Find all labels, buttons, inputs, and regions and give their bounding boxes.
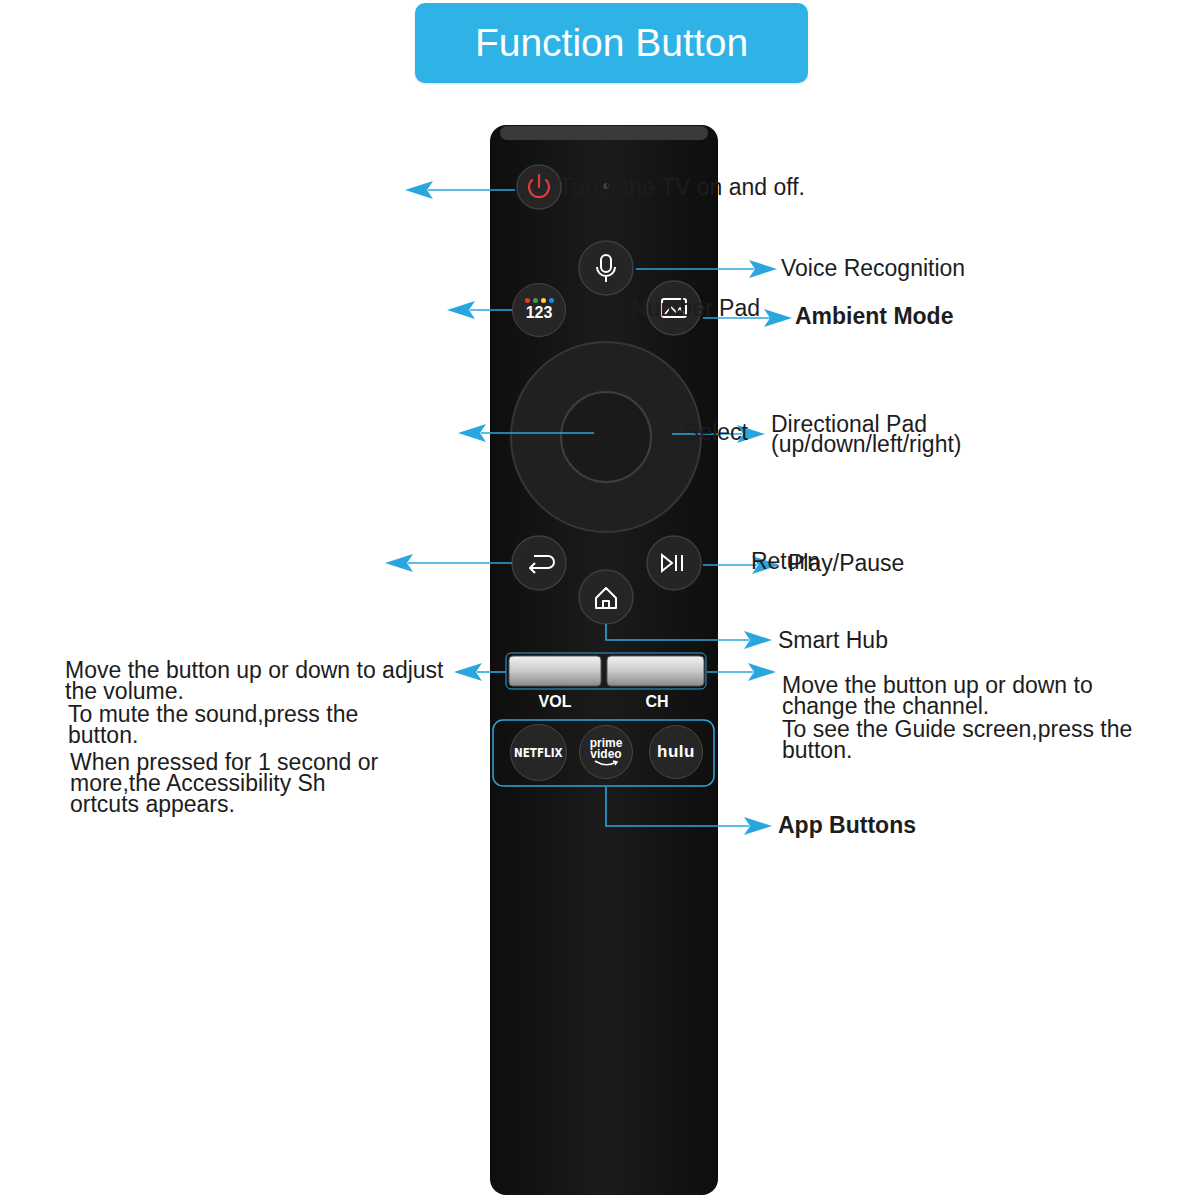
callout-label: Turns the TV on and off. (559, 177, 805, 198)
title-text: Function Button (475, 21, 748, 65)
color-dots (525, 298, 554, 303)
callout-label: CH (627, 693, 687, 711)
callout-label: VOL (525, 693, 585, 711)
home-button (579, 570, 633, 624)
callout-label: Smart Hub (778, 630, 888, 651)
callout-label: Move the button up or down to change the… (782, 675, 1142, 717)
rocker-outline (506, 653, 706, 689)
app-button: NETFLIX (510, 724, 567, 781)
mic-icon (597, 267, 615, 282)
button-text: prime video (587, 738, 625, 760)
return-button (512, 536, 566, 590)
callout-label: To mute the sound,press the button. (68, 704, 418, 746)
callout-label: Select (684, 422, 748, 443)
color-dot (525, 298, 530, 303)
color-dot (541, 298, 546, 303)
directional-pad (511, 342, 701, 532)
channel-rocker (607, 656, 704, 686)
mic-icon (601, 255, 611, 272)
callout-label: Ambient Mode (795, 306, 953, 327)
power-icon (538, 175, 540, 187)
play-pause-button (647, 536, 701, 590)
app-button: hulu (649, 725, 703, 779)
remote-top-cap (500, 126, 708, 140)
button-text: 123 (526, 304, 553, 322)
callout-label: Move the button up or down to adjust the… (65, 660, 455, 702)
volume-rocker (509, 656, 601, 686)
smile-arrow (593, 760, 619, 767)
button-text: NETFLIX (514, 745, 563, 760)
title-box: Function Button (415, 3, 808, 83)
return-icon (530, 556, 554, 573)
callout-label: App Buttons (778, 815, 916, 836)
voice-button (579, 241, 633, 295)
callout-label: Voice Recognition (781, 258, 965, 279)
color-dot (549, 298, 554, 303)
leader-arrowheads (385, 181, 792, 835)
callout-label: Play/Pause (788, 553, 904, 574)
play-pause-icon (662, 555, 682, 571)
select-button (561, 392, 651, 482)
remote-body (490, 125, 718, 1195)
power-button (517, 165, 561, 209)
callout-label: When pressed for 1 second or more,the Ac… (70, 752, 400, 815)
app-group-outline (493, 720, 714, 786)
callout-label: To see the Guide screen,press the button… (782, 719, 1147, 761)
color-dot (533, 298, 538, 303)
home-icon (596, 588, 616, 608)
app-button: prime video (579, 725, 633, 779)
callout-label: Directional Pad (up/down/left/right) (771, 414, 1031, 454)
callout-label: Number Pad (631, 298, 760, 319)
number-pad-button: 123 (512, 283, 566, 337)
leader-lines (408, 190, 770, 826)
button-text: hulu (657, 742, 695, 762)
